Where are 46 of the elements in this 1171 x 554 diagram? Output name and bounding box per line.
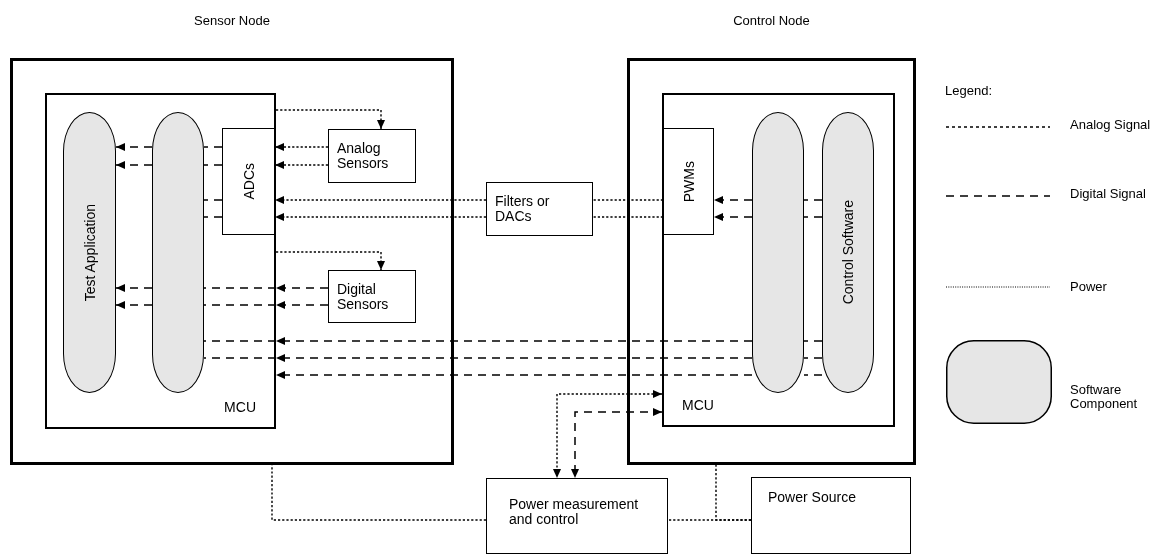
legend-title: Legend: <box>945 83 992 98</box>
connector-arrow <box>115 161 153 169</box>
connector-arrow <box>274 161 329 169</box>
component-label: Control Software <box>840 200 856 305</box>
component-box <box>486 478 668 554</box>
connector-arrow <box>274 213 487 221</box>
peripheral-box <box>663 128 714 235</box>
box-label: Analog Sensors <box>337 141 390 171</box>
connector-arrow <box>553 390 663 479</box>
mcu-label: MCU <box>224 399 256 415</box>
legend-label: Software Component <box>1070 383 1139 411</box>
connector-arrow <box>713 196 753 204</box>
connector-arrow <box>115 301 153 309</box>
mcu-box <box>45 93 276 429</box>
connector-arrow <box>713 213 753 221</box>
mcu-label: MCU <box>682 397 714 413</box>
component-box <box>328 129 416 183</box>
connector-arrow <box>275 337 753 345</box>
connector-arrow <box>275 284 329 292</box>
box-label: Digital Sensors <box>337 281 390 312</box>
legend-label: Analog Signal <box>1070 118 1152 132</box>
component-label: Test Application <box>81 203 98 302</box>
mcu-box <box>662 93 895 427</box>
peripheral-label: ADCs <box>240 163 257 200</box>
connector-arrow <box>275 251 385 271</box>
box-label: Filters or DACs <box>495 194 551 224</box>
connector-arrow <box>275 301 329 309</box>
connector-arrow <box>274 143 329 151</box>
legend-label: Power <box>1070 280 1108 294</box>
box-label: Power Source <box>768 490 856 505</box>
connector-arrow <box>115 143 153 151</box>
node-title: Sensor Node <box>193 13 271 28</box>
component-box <box>486 182 593 236</box>
connector-arrow <box>274 196 487 204</box>
connector-arrow <box>571 408 663 479</box>
component-box <box>751 477 911 554</box>
connector-arrow <box>275 109 385 130</box>
node-title: Control Node <box>732 13 811 28</box>
connector-arrow <box>275 354 753 362</box>
component-box <box>328 270 416 323</box>
connector-arrow <box>115 284 153 292</box>
legend-label: Digital Signal <box>1070 187 1147 201</box>
peripheral-label: PWMs <box>680 160 697 203</box>
peripheral-box <box>222 128 275 235</box>
connector-arrow <box>275 371 753 379</box>
box-label: Power measurement and control <box>509 497 640 527</box>
